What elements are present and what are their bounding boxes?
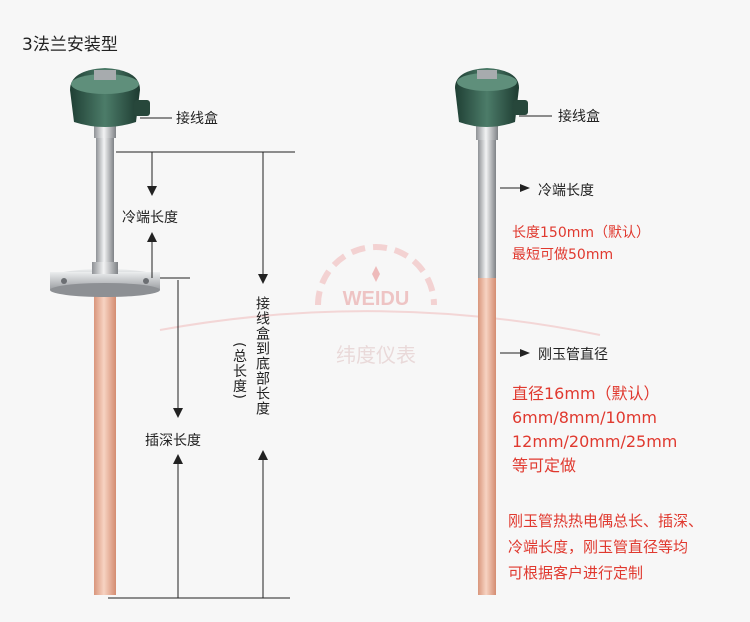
diameter-note-line: 12mm/20mm/25mm [512,432,678,451]
left-ceramic-tube [94,290,116,595]
diameter-note-line: 6mm/8mm/10mm [512,408,658,427]
left-junction-box-label: 接线盒 [176,111,218,127]
right-junction-box-label: 接线盒 [558,109,600,125]
custom-note-line: 刚玉管热热电偶总长、插深、 [508,512,704,530]
right-cold-end-label: 冷端长度 [538,183,594,199]
left-insertion-depth-label: 插深长度 [145,433,201,449]
watermark: WEIDU 纬度仪表 [315,244,437,367]
custom-note-line: 冷端长度，刚玉管直径等均 [508,538,689,556]
right-junction-box [455,68,528,140]
cold-end-note-line: 最短可做50mm [512,247,614,263]
diameter-note-line: 等可定做 [512,456,577,475]
custom-note: 刚玉管热热电偶总长、插深、 冷端长度，刚玉管直径等均 可根据客户进行定制 [508,508,703,586]
cold-end-note-line: 长度150mm（默认） [512,225,650,241]
left-box-to-bottom-label: 接线盒到底部长度 [254,296,270,416]
watermark-name: 纬度仪表 [336,343,416,367]
watermark-brand: WEIDU [343,288,410,310]
right-pointer-lines [500,115,552,354]
left-cold-end-label: 冷端长度 [122,210,178,226]
tube-diameter-label: 刚玉管直径 [538,347,608,363]
diameter-note: 直径16mm（默认） 6mm/8mm/10mm 12mm/20mm/25mm 等… [512,382,677,478]
right-steel-sheath [478,138,496,278]
left-total-length-label: (总长度) [231,342,247,400]
left-steel-sheath [96,135,114,275]
left-junction-box [70,68,150,138]
diameter-note-line: 直径16mm（默认） [512,384,660,403]
cold-end-note: 长度150mm（默认） 最短可做50mm [512,222,650,266]
right-ceramic-tube [478,272,496,595]
page-title: 3法兰安装型 [22,35,118,55]
custom-note-line: 可根据客户进行定制 [508,564,644,582]
left-arrowheads [147,186,268,464]
left-dimension-lines [108,117,295,599]
